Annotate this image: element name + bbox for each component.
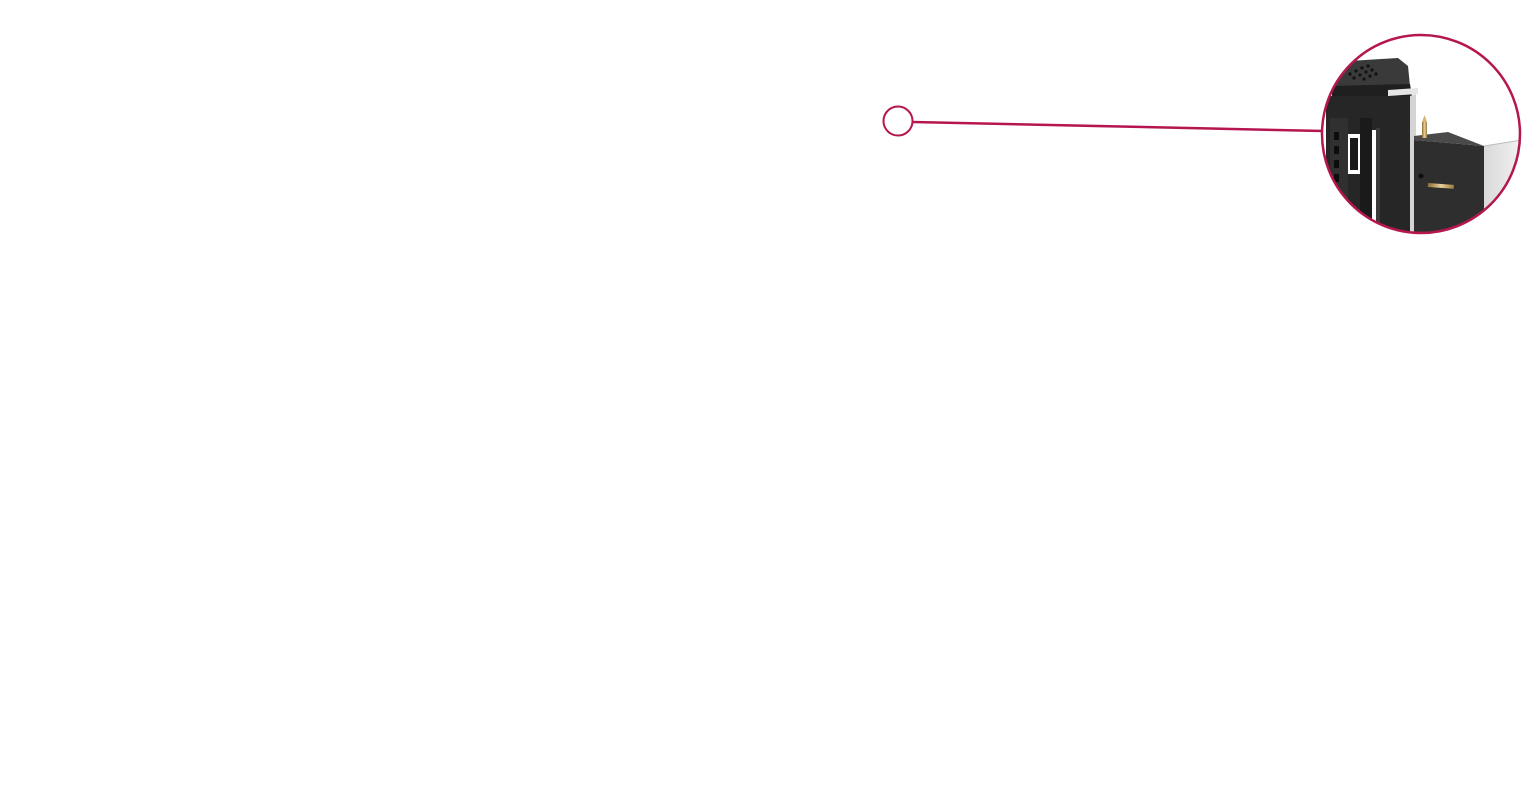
zoom-detail-frame [1320, 33, 1522, 235]
hotspot-ring-icon[interactable] [882, 105, 914, 137]
zoom-detail-image [1323, 36, 1519, 232]
hinge-pin-icon [1422, 115, 1427, 138]
leader-line [912, 120, 1325, 133]
vent-holes [1348, 64, 1378, 81]
